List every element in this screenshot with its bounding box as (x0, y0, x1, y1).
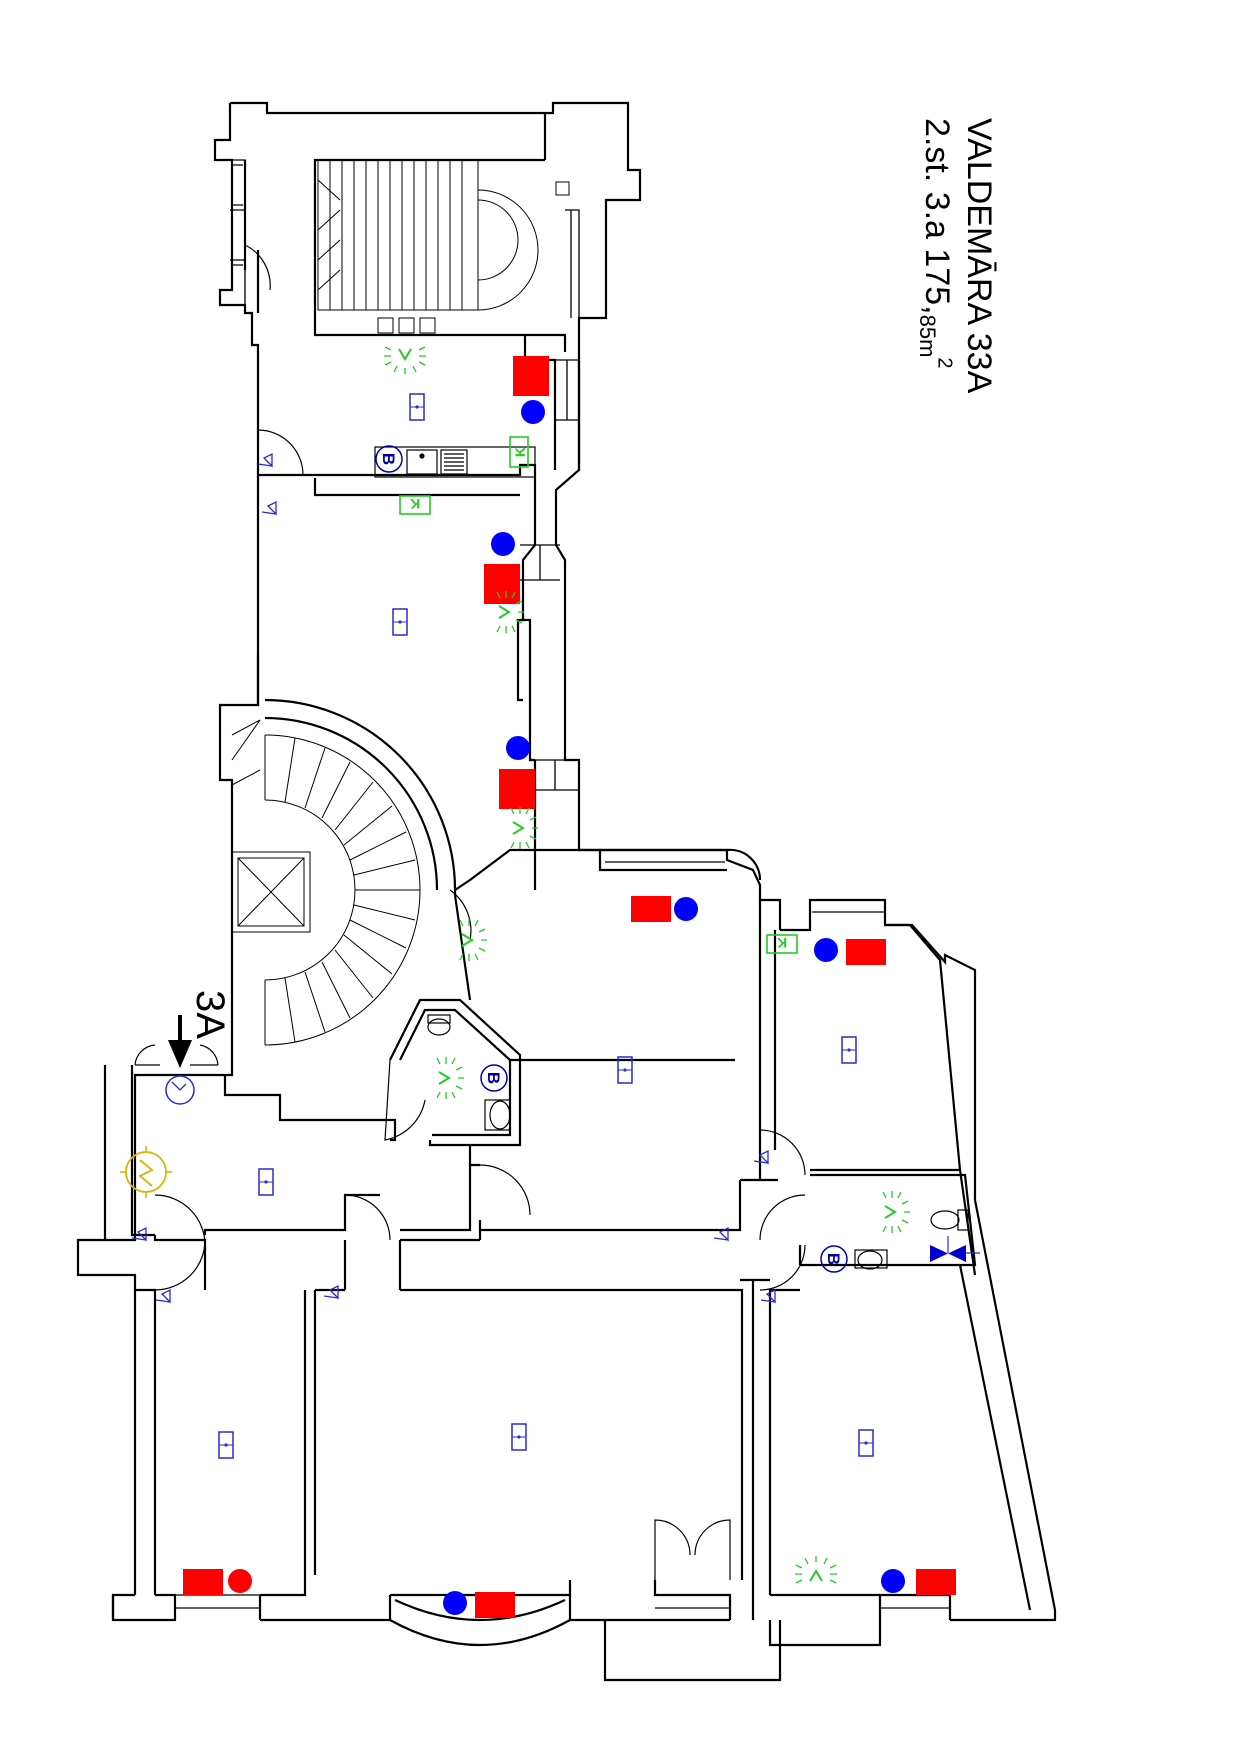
door-swing-icon (323, 1285, 339, 1299)
valve-icon (930, 1236, 980, 1262)
radiator-icon (484, 564, 520, 604)
ventilation-icon (383, 346, 427, 375)
riser-icon (521, 400, 545, 424)
entrance-arrow-icon (168, 1015, 192, 1068)
kitchen-vent-icon (399, 495, 431, 515)
radiator-icon (631, 896, 671, 922)
walls (76, 101, 1057, 1682)
area-main: 175, (918, 248, 956, 315)
riser-icon (506, 736, 530, 760)
risers (228, 400, 905, 1615)
door-swing-icon (257, 453, 273, 467)
apartment-label: 3.a (918, 191, 956, 239)
riser-icon (674, 897, 698, 921)
door-marks (131, 453, 776, 1303)
socket-icon (858, 1429, 874, 1457)
socket-icon (841, 1036, 857, 1064)
radiator-icon (475, 1592, 515, 1618)
ventilation-icon (794, 1555, 838, 1584)
boiler-icon (375, 445, 403, 473)
ventilation-icon (882, 1190, 911, 1234)
ventilation-icon (436, 1056, 465, 1100)
kitchen-vent-icon (766, 934, 798, 954)
area-unit: m (915, 339, 940, 358)
apartment-info: 2.st. 3.a 175,85m2 (915, 118, 956, 369)
boiler-icon (480, 1064, 508, 1092)
area-superscript: 2 (933, 357, 956, 369)
door-swing-icon (760, 1289, 776, 1303)
radiator-icon (499, 769, 535, 809)
bathroom-fixtures (427, 1014, 969, 1270)
stairs-top (317, 159, 570, 334)
area-decimal: 85 (915, 314, 940, 340)
building-address: VALDEMĀRA 33A (960, 118, 998, 394)
riser-icon (228, 1569, 252, 1593)
vents (383, 346, 911, 1584)
radiators (183, 356, 956, 1618)
windows (175, 159, 950, 1609)
stairs-spiral (231, 719, 421, 1046)
riser-icon (491, 532, 515, 556)
socket-icon (258, 1168, 274, 1196)
socket-icon (511, 1423, 527, 1451)
radiator-icon (916, 1569, 956, 1595)
radiator-icon (513, 356, 549, 396)
radiator-icon (183, 1569, 223, 1595)
boiler-icon (820, 1245, 848, 1273)
door-swing-icon (261, 501, 277, 515)
doors (134, 244, 806, 1580)
socket-icon (392, 608, 408, 636)
socket-icon (218, 1431, 234, 1459)
radiator-icon (846, 939, 886, 965)
door-swing-icon (155, 1289, 171, 1303)
meter-icon (120, 1146, 172, 1198)
riser-icon (443, 1591, 467, 1615)
boilers (375, 445, 848, 1273)
kitchen-vents (399, 436, 798, 954)
kitchen-counter (374, 446, 536, 478)
socket-icon (409, 393, 425, 421)
kitchen-vent-icon (509, 436, 529, 468)
entrance-label: 3A (188, 990, 232, 1039)
riser-icon (881, 1569, 905, 1593)
riser-icon (814, 938, 838, 962)
clock-icon (165, 1075, 195, 1105)
floor-label: 2.st. (918, 118, 956, 183)
